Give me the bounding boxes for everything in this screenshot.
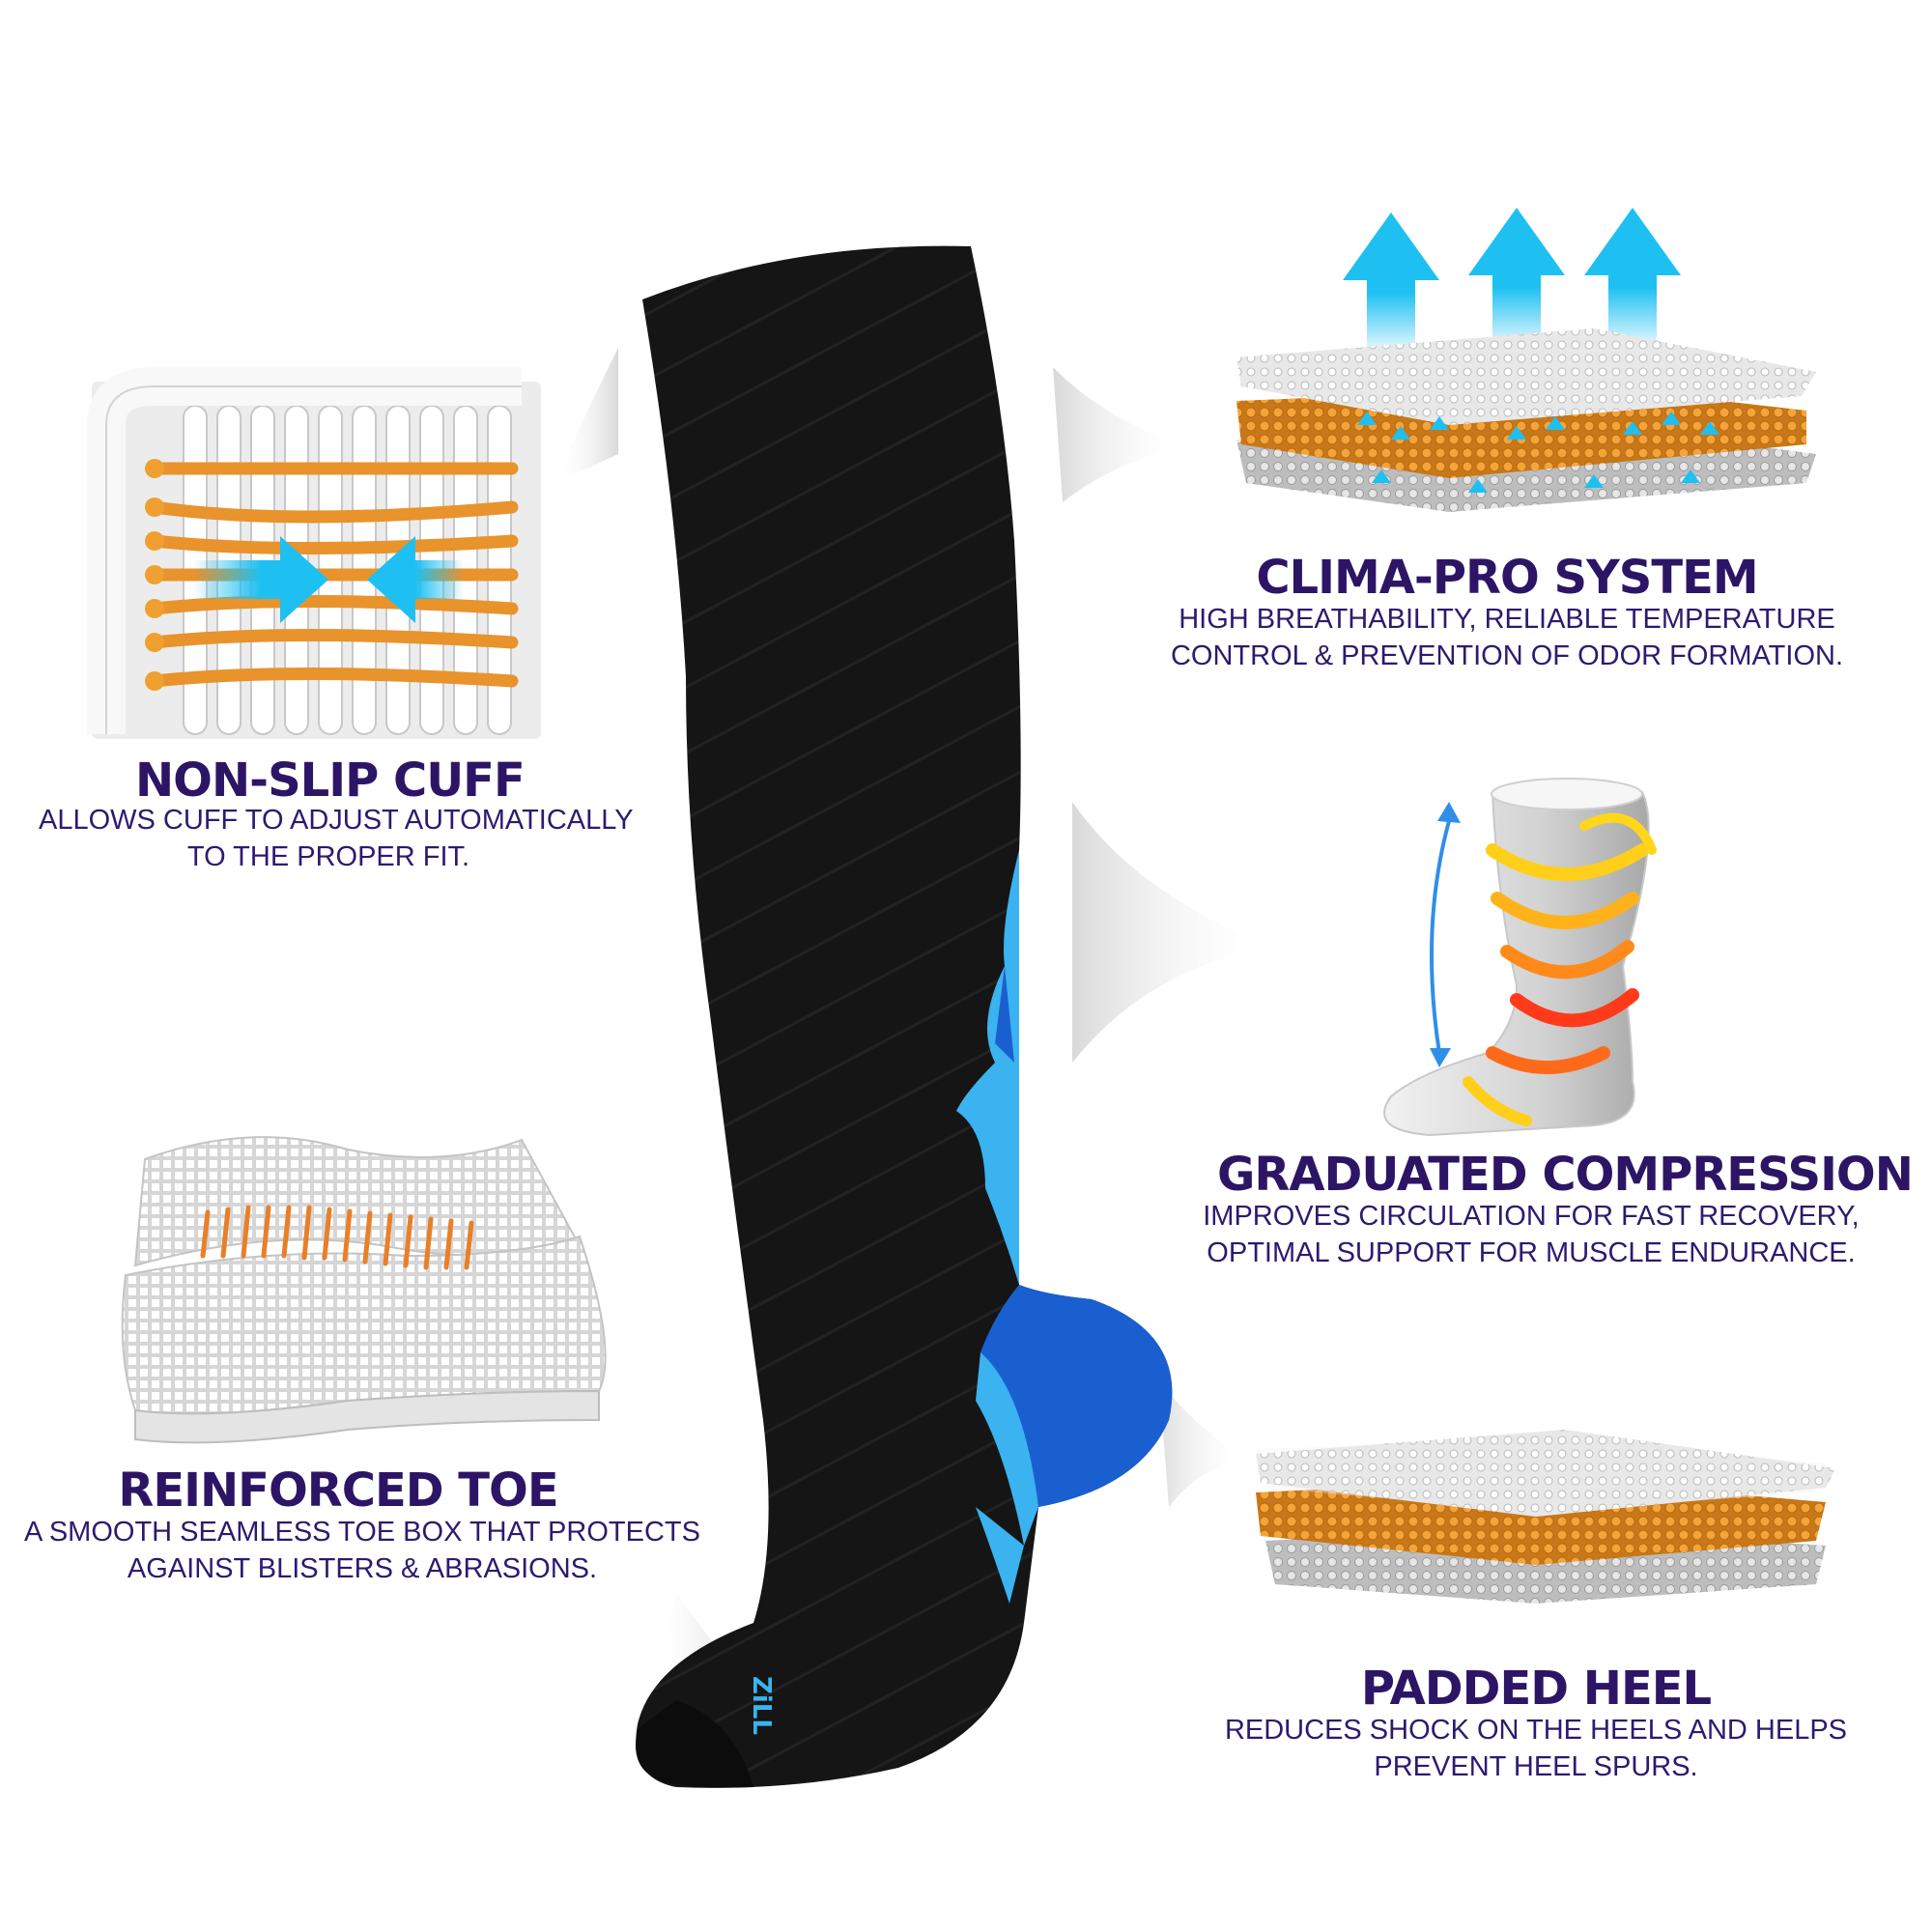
description-line: CONTROL & PREVENTION OF ODOR FORMATION. bbox=[1170, 640, 1844, 671]
feature-title-graduated-compression: GRADUATED COMPRESSION bbox=[1217, 1148, 1914, 1202]
description-line: HIGH BREATHABILITY, RELIABLE TEMPERATURE bbox=[1179, 604, 1835, 635]
feature-description-clima-pro: HIGH BREATHABILITY, RELIABLE TEMPERATURE… bbox=[1150, 601, 1864, 674]
description-line: PREVENT HEEL SPURS. bbox=[1374, 1751, 1698, 1782]
stitched-fabric-icon bbox=[121, 1136, 607, 1444]
cuff-fiber-icon bbox=[87, 367, 541, 739]
compression-leg-icon bbox=[1383, 778, 1657, 1137]
description-line: TO THE PROPER FIT. bbox=[186, 841, 470, 872]
feature-description-reinforced-toe: A SMOOTH SEAMLESS TOE BOX THAT PROTECTS … bbox=[19, 1514, 705, 1587]
feature-title-reinforced-toe: REINFORCED TOE bbox=[118, 1463, 558, 1518]
breathable-layers-icon bbox=[1236, 208, 1816, 512]
feature-description-non-slip-cuff: ALLOWS CUFF TO ADJUST AUTOMATICALLY TO T… bbox=[39, 802, 634, 875]
feature-description-graduated-compression: IMPROVES CIRCULATION FOR FAST RECOVERY, … bbox=[1169, 1198, 1893, 1271]
description-line: OPTIMAL SUPPORT FOR MUSCLE ENDURANCE. bbox=[1207, 1237, 1856, 1268]
description-line: ALLOWS CUFF TO ADJUST AUTOMATICALLY bbox=[39, 805, 634, 836]
padded-layers-icon bbox=[1256, 1430, 1835, 1604]
compression-sock bbox=[636, 245, 1173, 1788]
description-line: REDUCES SHOCK ON THE HEELS AND HELPS bbox=[1224, 1715, 1848, 1746]
description-line: IMPROVES CIRCULATION FOR FAST RECOVERY, bbox=[1203, 1201, 1860, 1232]
sock-brand-mark: ZiLL bbox=[747, 1676, 776, 1735]
feature-title-clima-pro: CLIMA-PRO SYSTEM bbox=[1256, 551, 1758, 605]
feature-title-non-slip-cuff: NON-SLIP CUFF bbox=[135, 753, 526, 808]
description-line: AGAINST BLISTERS & ABRASIONS. bbox=[127, 1553, 598, 1584]
feature-description-padded-heel: REDUCES SHOCK ON THE HEELS AND HELPS PRE… bbox=[1188, 1712, 1884, 1785]
feature-title-padded-heel: PADDED HEEL bbox=[1360, 1662, 1712, 1716]
description-line: A SMOOTH SEAMLESS TOE BOX THAT PROTECTS bbox=[24, 1517, 700, 1548]
